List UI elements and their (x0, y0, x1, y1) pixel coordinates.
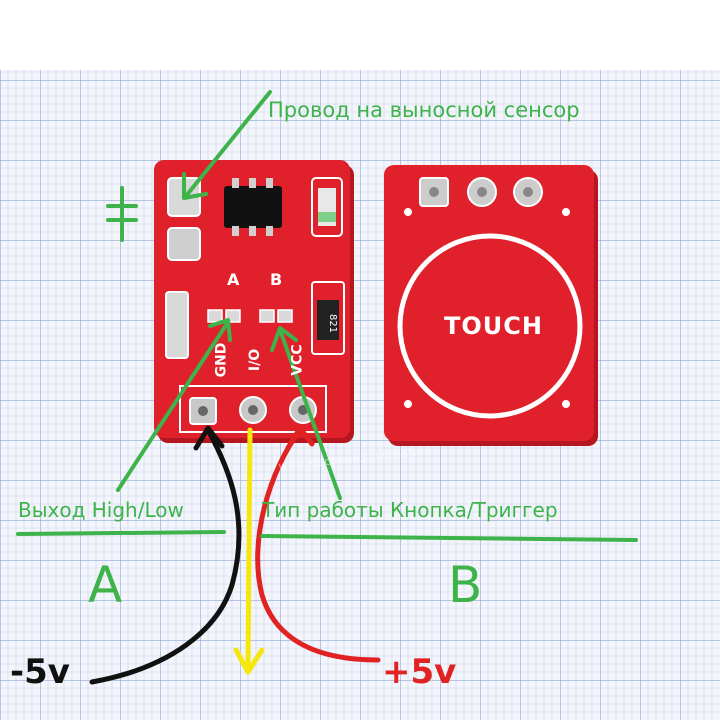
output-arrow (116, 318, 232, 492)
grid-paper (0, 70, 720, 720)
touch-label: TOUCH (444, 312, 543, 340)
resistor (311, 281, 345, 355)
led (311, 177, 343, 237)
jumper-a-label: A (88, 556, 123, 614)
gnd-silkscreen: GND (213, 342, 230, 378)
wires (89, 425, 381, 685)
board-left (154, 160, 354, 443)
resistor-code: 821 (327, 313, 339, 334)
pad-sensor-2 (167, 227, 201, 261)
wire-yellow (245, 427, 253, 668)
annotation-lines (16, 90, 638, 542)
io-silkscreen: I/O (247, 348, 264, 372)
wire-red (255, 427, 381, 663)
pad-b-label: B (270, 270, 283, 289)
minus-supply-label: -5v (10, 652, 70, 692)
mode-arrow (270, 326, 342, 500)
touch-pad (397, 233, 583, 419)
cap-symbol (106, 186, 138, 242)
wire-black (89, 427, 242, 685)
sensor-arrow (182, 90, 272, 200)
board-right (384, 165, 598, 446)
underline-left (16, 530, 226, 536)
mode-label: Тип работы Кнопка/Триггер (262, 498, 558, 522)
underline-right (260, 534, 638, 542)
pad-a-label: A (227, 270, 240, 289)
product-photo (0, 70, 720, 720)
sensor-wire-label: Провод на выносной сенсор (268, 98, 580, 122)
plus-supply-label: +5v (382, 652, 457, 692)
cap-left (165, 291, 189, 359)
header-outline (179, 385, 327, 433)
vcc-silkscreen: VCC (289, 344, 306, 376)
output-label: Выход High/Low (18, 498, 184, 522)
ic-chip (224, 186, 282, 228)
jumper-b-label: B (448, 556, 483, 614)
